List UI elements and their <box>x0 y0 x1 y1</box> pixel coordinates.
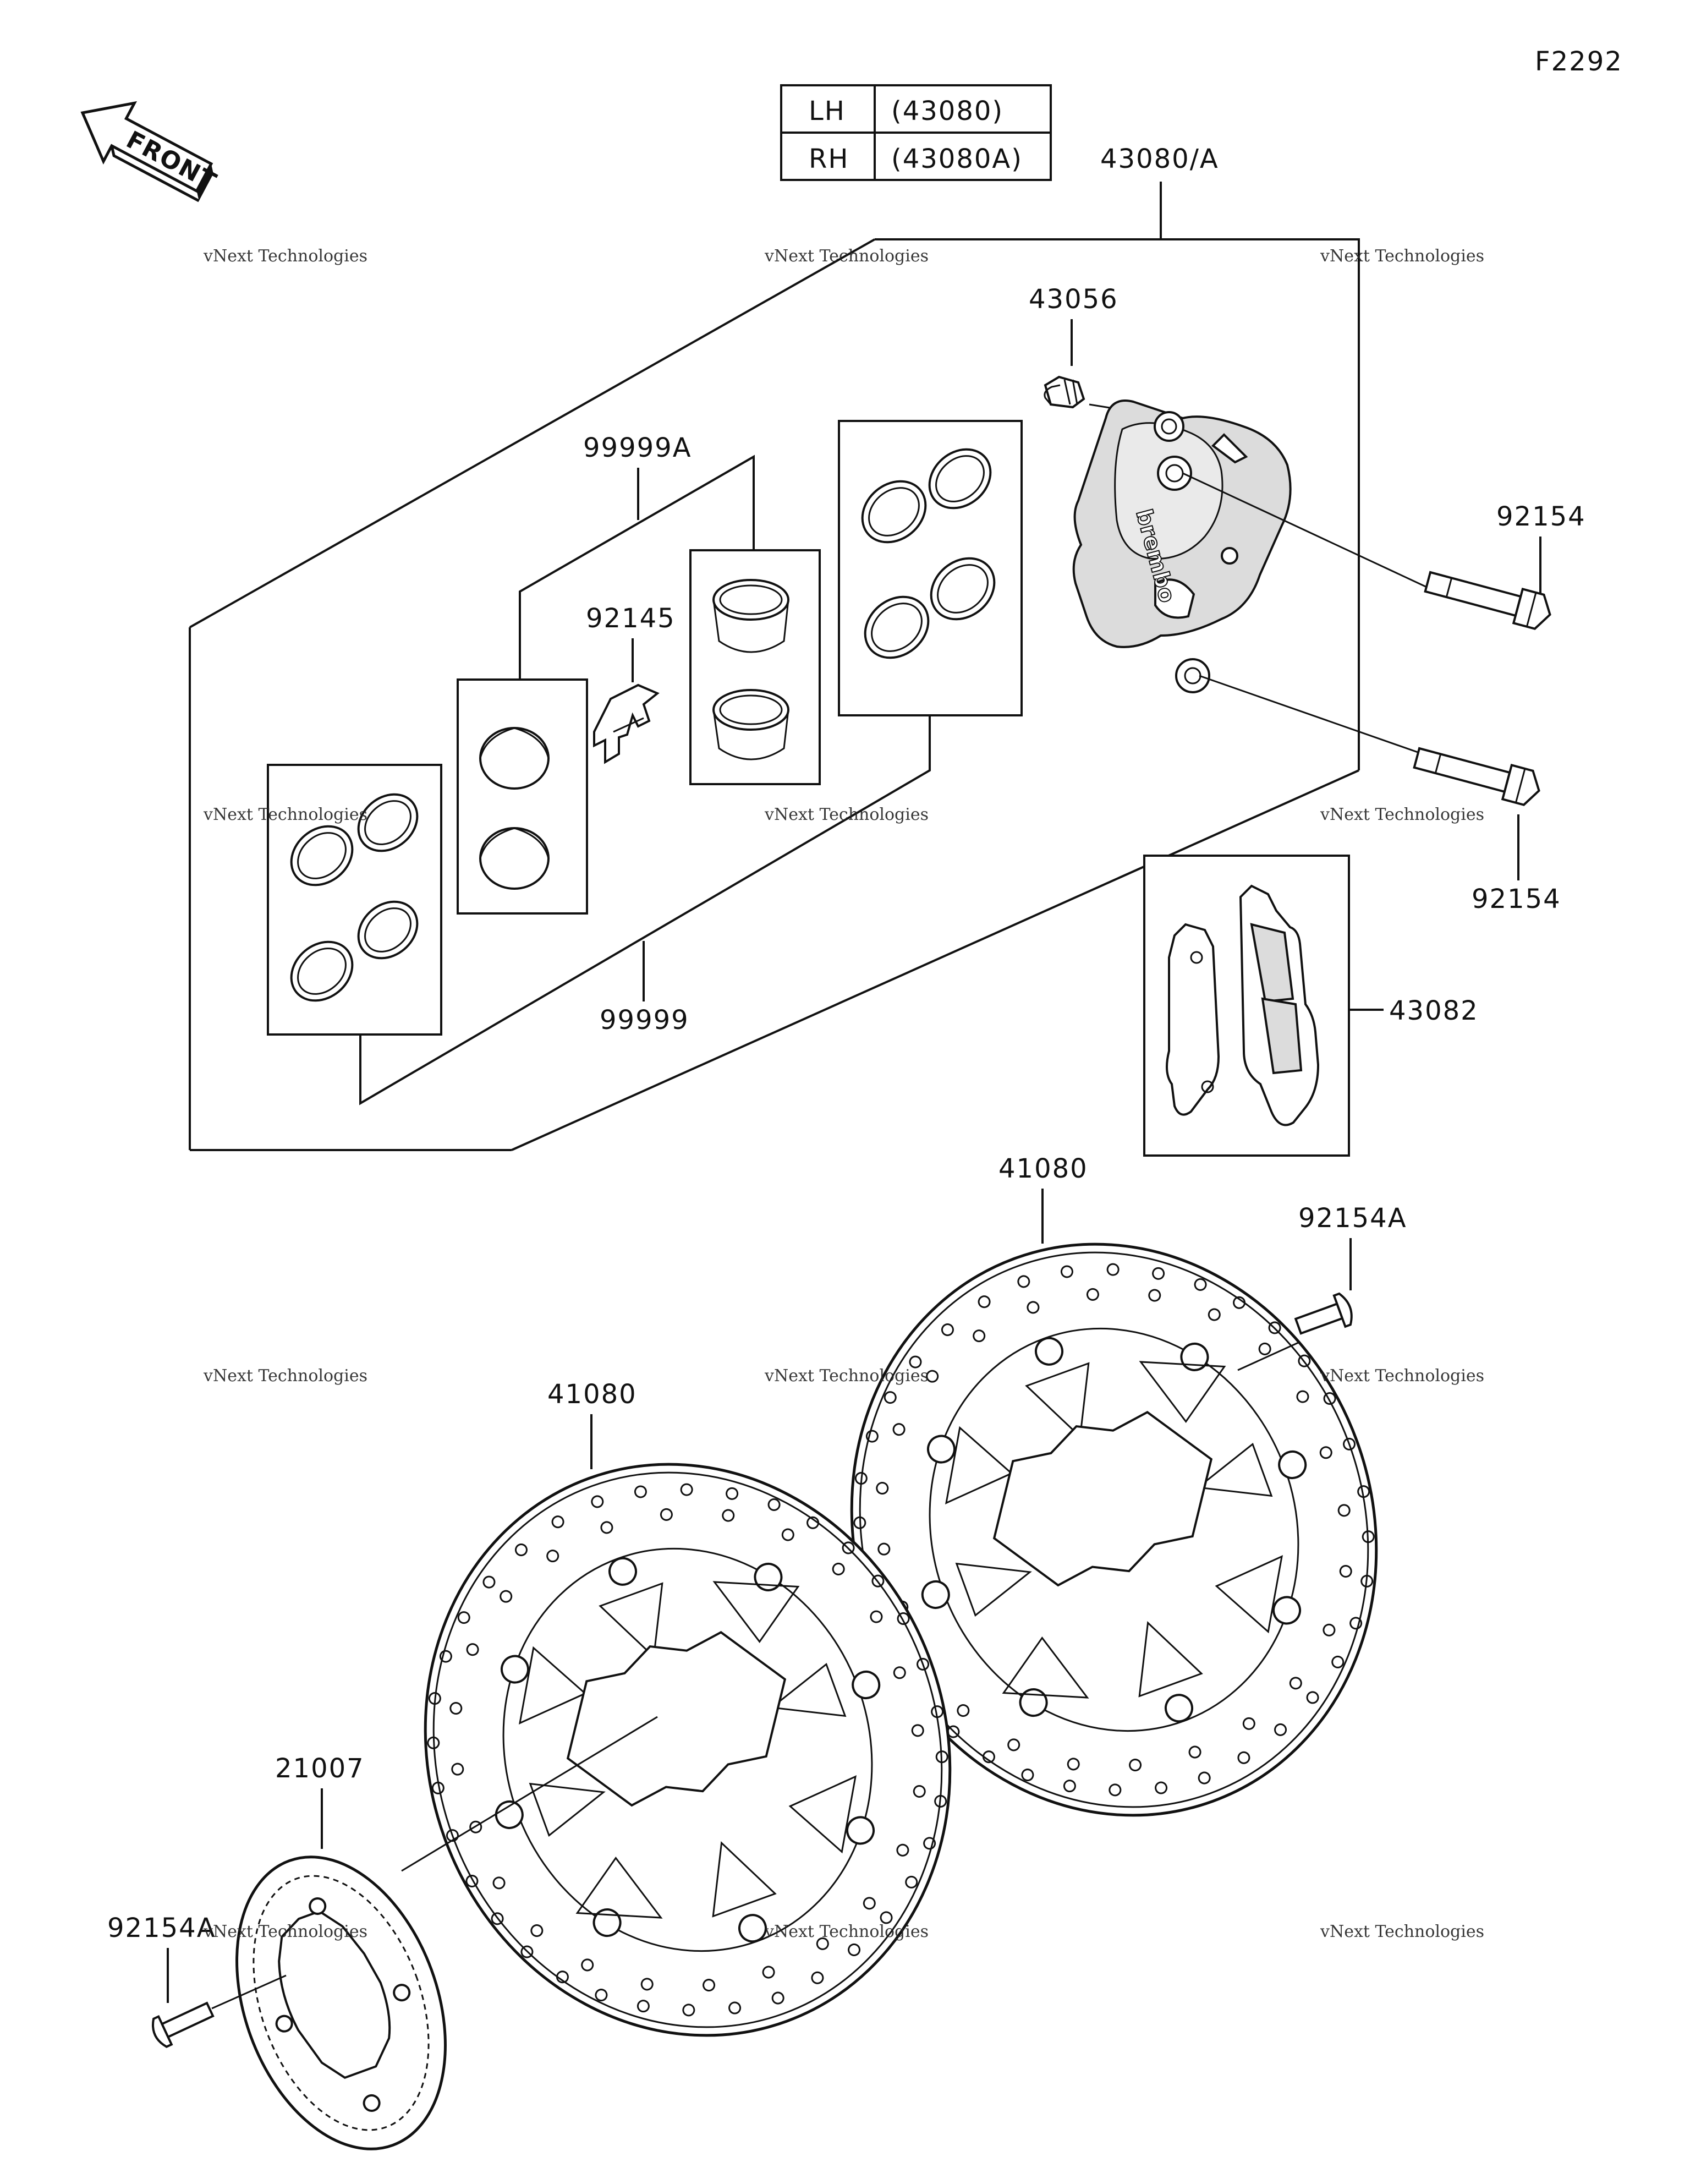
label-caliper-assy: 43080/A <box>1100 144 1219 174</box>
brake-pads-box <box>1143 855 1350 1157</box>
pistons-box <box>457 678 588 915</box>
watermark: vNext Technologies <box>203 805 367 824</box>
figure-code: F2292 <box>1535 46 1623 77</box>
caliper-bolt-upper-icon <box>1424 571 1551 630</box>
watermarks: vNext Technologies vNext Technologies vN… <box>203 247 1484 1941</box>
label-disc-bolt-left: 92154A <box>107 1913 216 1944</box>
pad-spring-icon <box>593 683 660 764</box>
table-rh-code: (43080A) <box>891 144 1023 174</box>
sleeve-upper <box>712 579 789 653</box>
watermark: vNext Technologies <box>203 247 367 266</box>
label-disc-right: 41080 <box>998 1153 1088 1184</box>
label-spring: 92145 <box>586 603 676 634</box>
table-lh-code: (43080) <box>891 96 1003 127</box>
brake-disc-left <box>354 1408 1022 2092</box>
piston-lower <box>479 827 550 890</box>
watermark: vNext Technologies <box>1320 247 1484 266</box>
watermark: vNext Technologies <box>203 1922 367 1941</box>
watermark: vNext Technologies <box>1320 1366 1484 1386</box>
seal-kit-bracket <box>359 715 931 1105</box>
label-bolt-lower: 92154 <box>1472 884 1561 915</box>
watermark: vNext Technologies <box>764 805 929 824</box>
label-disc-bolt-right: 92154A <box>1298 1203 1407 1234</box>
watermark: vNext Technologies <box>203 1366 367 1386</box>
table-rh: RH <box>809 144 849 174</box>
label-abs-rotor: 21007 <box>275 1753 365 1784</box>
watermark: vNext Technologies <box>764 1922 929 1941</box>
disc-bolt-left-icon <box>152 2001 215 2048</box>
brake-caliper: brembo <box>1072 399 1292 693</box>
brake-pad-rear <box>1166 923 1220 1116</box>
front-arrow-icon: FRONT <box>80 101 221 202</box>
caliper-bolt-lower-icon <box>1413 747 1540 806</box>
label-bleeder: 43056 <box>1029 284 1118 315</box>
brake-pad-front <box>1239 884 1320 1126</box>
seal-kit-a-bracket <box>519 455 755 680</box>
abs-rotor-ring <box>235 1855 447 2150</box>
watermark: vNext Technologies <box>1320 805 1484 824</box>
label-seal-kit-a: 99999A <box>583 433 692 463</box>
sleeves-box <box>689 549 821 785</box>
sleeve-lower <box>712 689 789 760</box>
brake-disc-right <box>850 1242 1378 1817</box>
disc-bolt-right-icon <box>1294 1292 1353 1335</box>
label-pads: 43082 <box>1389 995 1479 1026</box>
label-bolt-upper: 92154 <box>1496 501 1586 532</box>
piston-seals-box-left <box>267 764 442 1036</box>
piston-upper <box>479 727 550 790</box>
piston-seals-box-right <box>838 420 1023 716</box>
caliper-assy-bracket <box>189 182 1360 1151</box>
watermark: vNext Technologies <box>764 1366 929 1386</box>
side-table: LH (43080) RH (43080A) <box>780 84 1052 181</box>
bleeder-valve-icon <box>1044 375 1085 409</box>
watermark: vNext Technologies <box>1320 1922 1484 1941</box>
label-disc-left: 41080 <box>547 1379 637 1410</box>
label-seal-kit: 99999 <box>600 1005 689 1036</box>
watermark: vNext Technologies <box>764 247 929 266</box>
table-lh: LH <box>809 96 846 127</box>
